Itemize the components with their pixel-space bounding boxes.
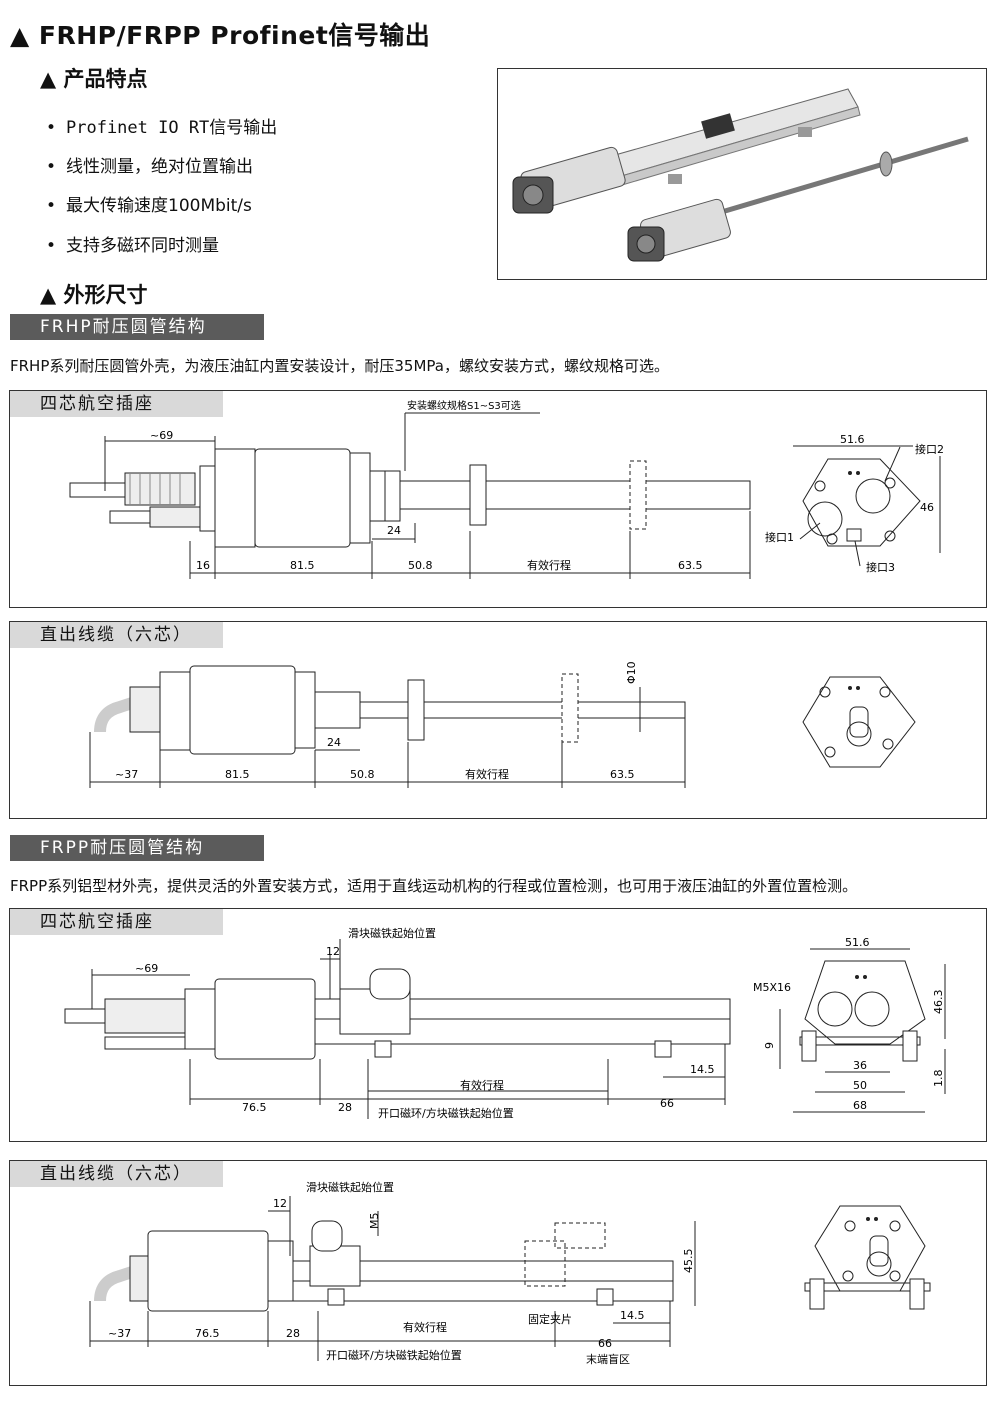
dim-label: ~69	[135, 962, 158, 975]
dim-label: 24	[327, 736, 341, 749]
dim-label: 51.6	[845, 936, 870, 949]
dim-label: 46	[920, 501, 934, 514]
frhp-section-bar: FRHP耐压圆管结构	[10, 314, 264, 340]
dim-label: 81.5	[225, 768, 250, 781]
frpp-connector-panel: 四芯航空插座	[9, 908, 987, 1142]
dim-label: 46.3	[932, 990, 945, 1015]
feature-item: •线性测量，绝对位置输出	[46, 157, 253, 177]
feature-item: •最大传输速度100Mbit/s	[46, 196, 252, 216]
dim-label: 有效行程	[527, 558, 571, 572]
frpp-description: FRPP系列铝型材外壳，提供灵活的外置安装方式，适用于直线运动机构的行程或位置检…	[10, 877, 858, 895]
dim-label: 66	[598, 1337, 612, 1350]
dim-label: 45.5	[682, 1249, 695, 1274]
dim-label: Φ10	[625, 661, 638, 684]
dim-label: M5	[368, 1213, 381, 1230]
dim-label: 接口2	[915, 443, 944, 456]
product-photo	[497, 68, 987, 280]
dim-label: 有效行程	[465, 767, 509, 781]
dim-label: ~37	[115, 768, 138, 781]
panel-title: 四芯航空插座	[10, 909, 223, 935]
dim-label: 有效行程	[403, 1320, 447, 1334]
frpp-section-bar: FRPP耐压圆管结构	[10, 835, 264, 861]
frhp-description: FRHP系列耐压圆管外壳，为液压油缸内置安装设计，耐压35MPa，螺纹安装方式，…	[10, 357, 669, 375]
frpp-sensor-image	[512, 88, 861, 214]
dim-label: 固定夹片	[528, 1312, 572, 1326]
feature-item: •Profinet IO RT信号输出	[46, 118, 278, 138]
dim-label: 开口磁环/方块磁铁起始位置	[378, 1106, 514, 1120]
dim-label: 76.5	[242, 1101, 267, 1114]
panel-title: 四芯航空插座	[10, 391, 223, 417]
dim-label: 63.5	[610, 768, 635, 781]
frhp-connector-panel: 四芯航空插座	[9, 390, 987, 608]
dim-label: 24	[387, 524, 401, 537]
dim-label: 28	[286, 1327, 300, 1340]
dim-label: 50.8	[408, 559, 433, 572]
dim-label: 滑块磁铁起始位置	[306, 1180, 394, 1194]
dim-label: 末端盲区	[586, 1352, 630, 1366]
dim-label: M5X16	[753, 981, 791, 994]
dim-label: 12	[326, 945, 340, 958]
dim-label: 68	[853, 1099, 867, 1112]
dim-label: 28	[338, 1101, 352, 1114]
dim-label: 滑块磁铁起始位置	[348, 926, 436, 940]
dim-label: 51.6	[840, 433, 865, 446]
dim-label: 81.5	[290, 559, 315, 572]
dim-label: ~37	[108, 1327, 131, 1340]
page-title: ▲ FRHP/FRPP Profinet信号输出	[10, 21, 431, 50]
frhp-sensor-image	[627, 136, 969, 262]
dim-label: 14.5	[690, 1063, 715, 1076]
dim-label: 安装螺纹规格S1~S3可选	[407, 399, 521, 412]
dim-label: 36	[853, 1059, 867, 1072]
dim-label: 接口3	[866, 561, 895, 574]
dim-label: ~69	[150, 429, 173, 442]
frpp-cable-panel: 直出线缆（六芯）	[9, 1160, 987, 1386]
panel-title: 直出线缆（六芯）	[10, 622, 223, 648]
dim-label: 接口1	[765, 531, 794, 544]
dim-label: 1.8	[932, 1070, 945, 1088]
features-heading: ▲ 产品特点	[40, 67, 148, 91]
dim-label: 76.5	[195, 1327, 220, 1340]
frhp-cable-panel: 直出线缆（六芯） ~37	[9, 621, 987, 819]
dim-label: 有效行程	[460, 1078, 504, 1092]
feature-item: •支持多磁环同时测量	[46, 236, 219, 256]
dim-label: 63.5	[678, 559, 703, 572]
dim-label: 14.5	[620, 1309, 645, 1322]
dim-label: 12	[273, 1197, 287, 1210]
dim-label: 开口磁环/方块磁铁起始位置	[326, 1348, 462, 1362]
dimensions-heading: ▲ 外形尺寸	[40, 283, 148, 307]
dim-label: 50.8	[350, 768, 375, 781]
dim-label: 16	[196, 559, 210, 572]
dim-label: 50	[853, 1079, 867, 1092]
dim-label: 9	[763, 1042, 776, 1049]
panel-title: 直出线缆（六芯）	[10, 1161, 223, 1187]
dim-label: 66	[660, 1097, 674, 1110]
